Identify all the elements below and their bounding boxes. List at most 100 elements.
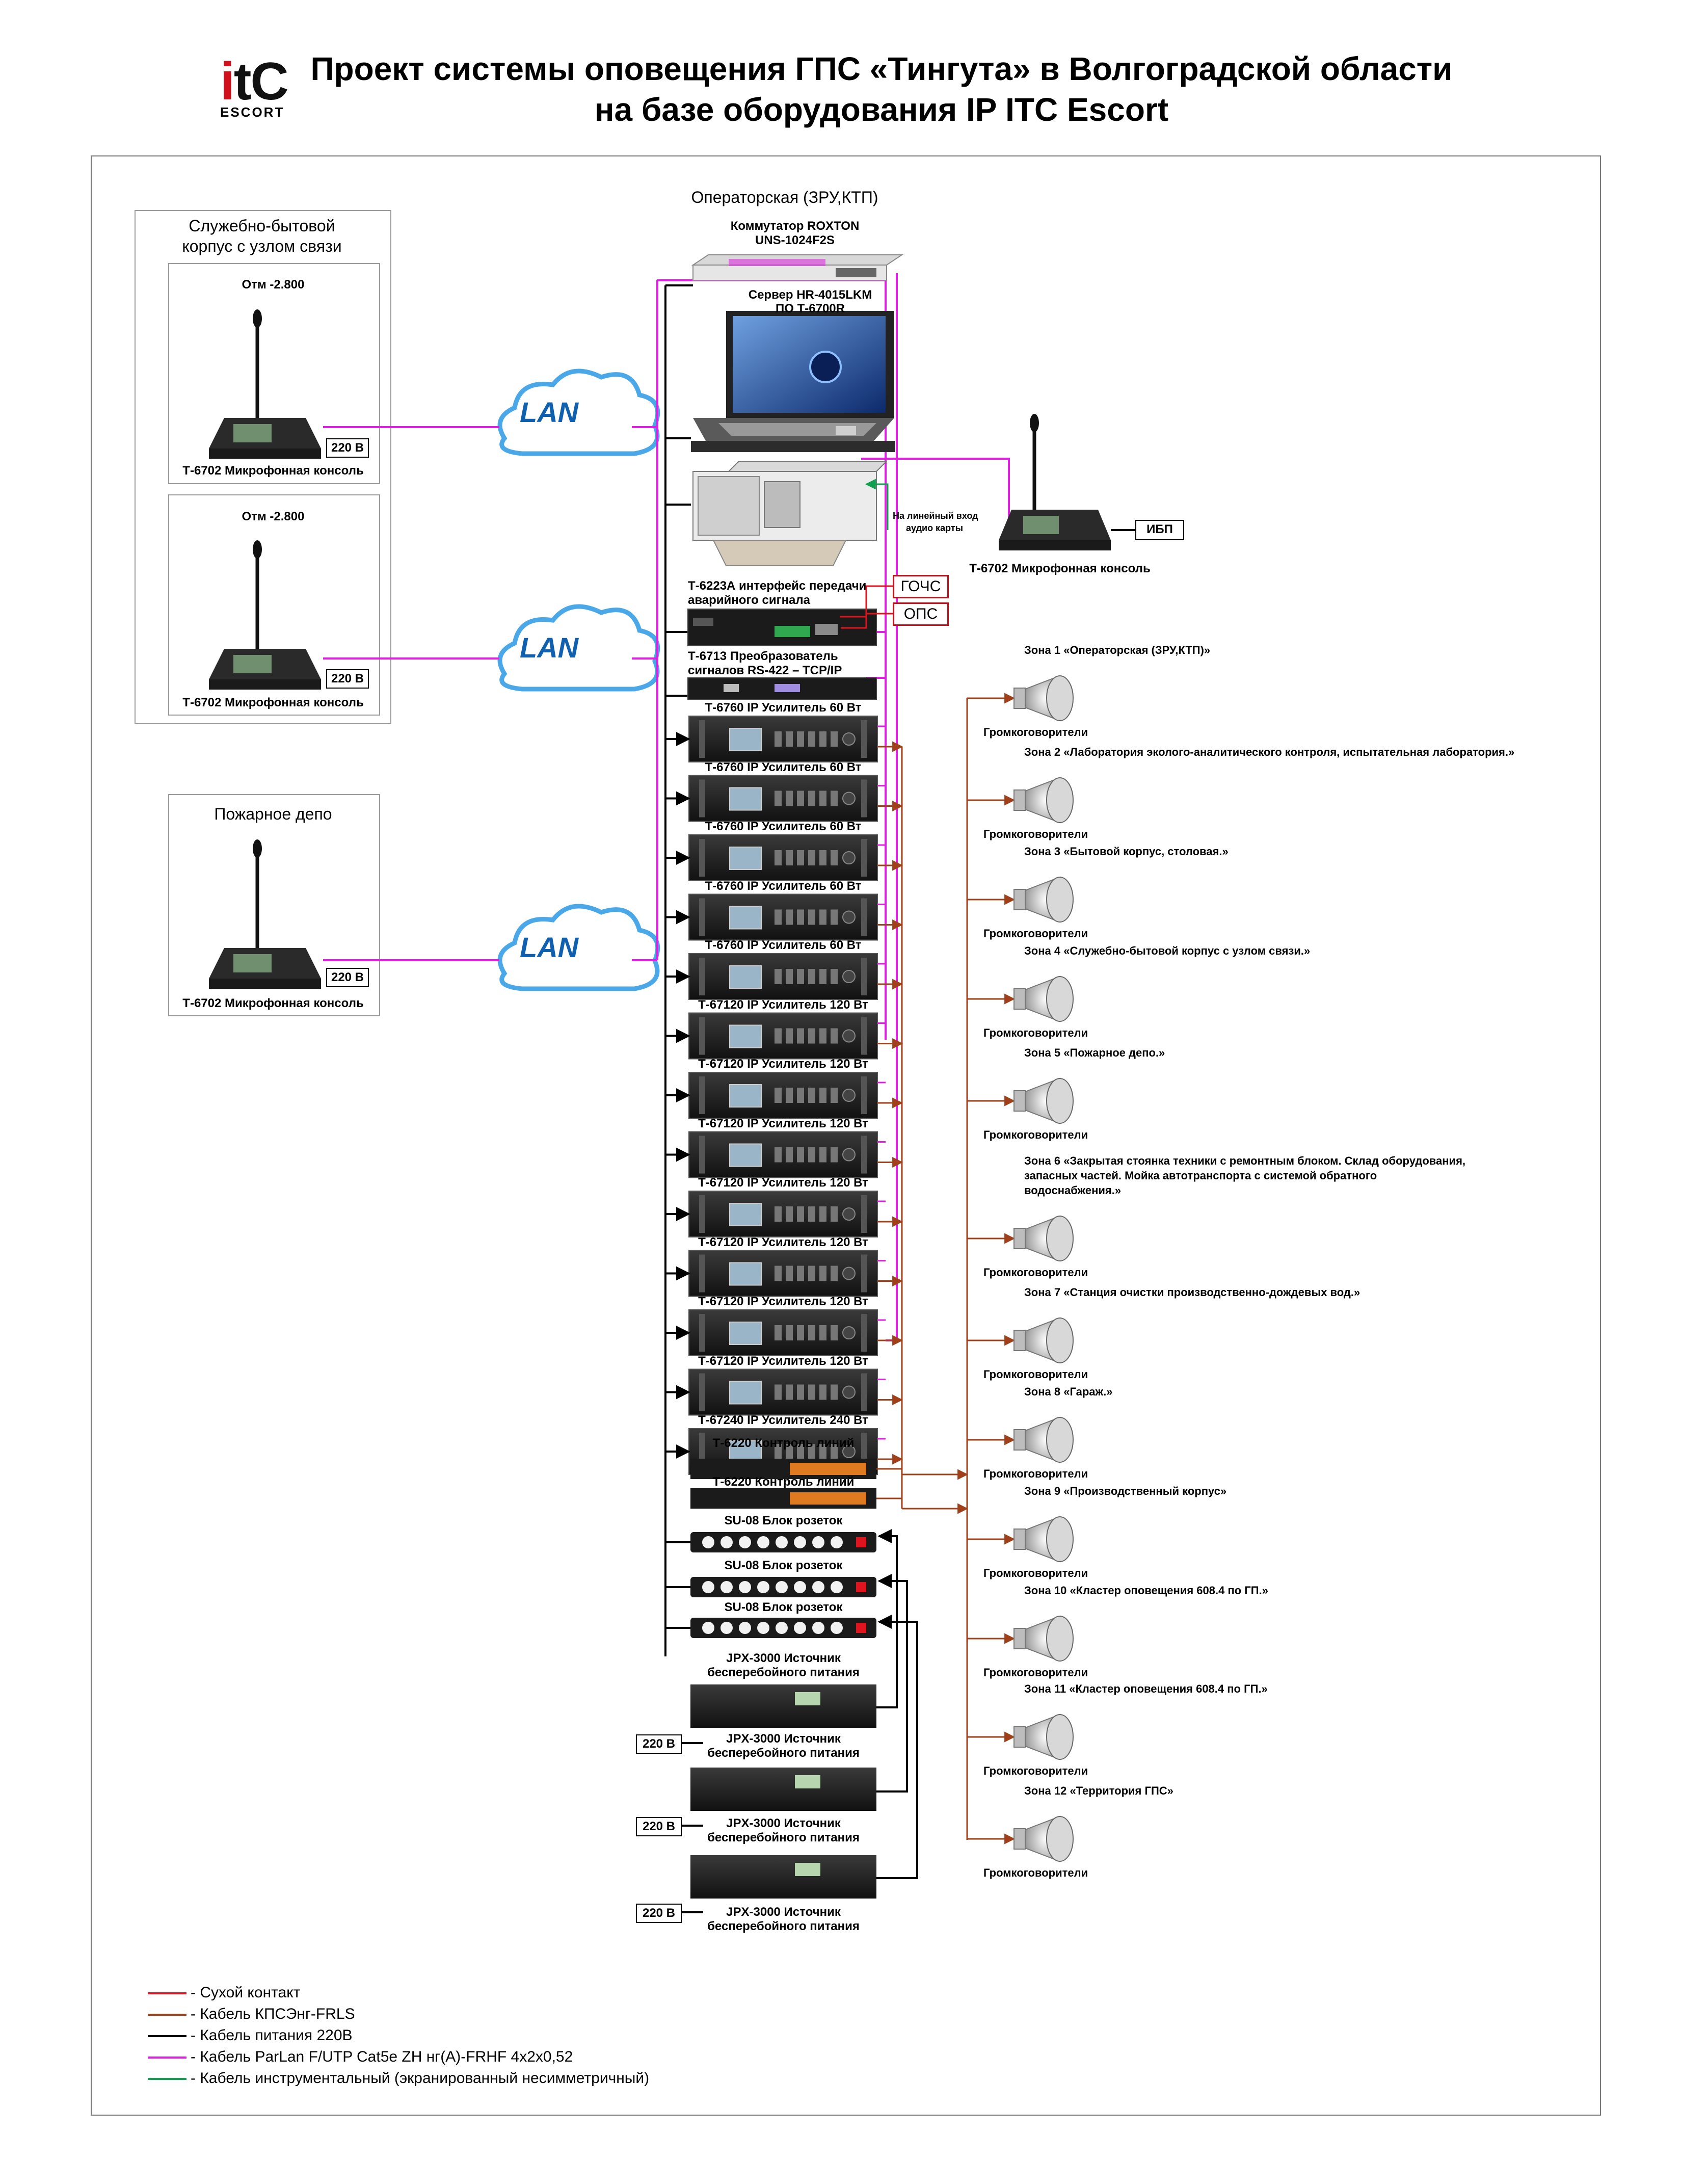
alarm-interface-label-2: аварийного сигнала <box>688 593 810 607</box>
speakers-label: Громкоговорители <box>983 1764 1088 1777</box>
amplifier-unit <box>665 1368 903 1416</box>
speaker-horn-icon <box>967 777 1074 824</box>
legend-swatch <box>148 2014 186 2016</box>
parlan-cables <box>323 273 1039 1341</box>
switch-icon <box>856 1582 866 1592</box>
lan-label-2: LAN <box>520 631 579 664</box>
speaker-horn-icon <box>967 675 1074 722</box>
amplifier-unit <box>665 775 903 822</box>
outlet-icon <box>739 1536 751 1548</box>
amplifier-unit <box>665 953 903 1000</box>
legend-swatch <box>148 1992 186 1995</box>
logo-escort-text: ESCORT <box>220 104 285 120</box>
speakers-label: Громкоговорители <box>983 1026 1088 1039</box>
outlet-icon <box>739 1581 751 1593</box>
speaker-horn-icon <box>967 1714 1074 1760</box>
lan-cloud-icon-3 <box>497 904 660 991</box>
speaker-horn-icon <box>967 876 1074 923</box>
switch-icon <box>856 1537 866 1547</box>
amplifier-label: Т-6760 IP Усилитель 60 Вт <box>705 760 862 774</box>
outlet-icon <box>794 1581 806 1593</box>
console-2-icon <box>209 540 321 690</box>
ups-top-label-1: JPX-3000 Источник <box>726 1651 841 1665</box>
lan-label-1: LAN <box>520 396 579 428</box>
line-in-label-1: На линейный вход <box>893 511 978 521</box>
line-control-unit-1 <box>690 1459 876 1479</box>
gochs-box: ГОЧС <box>893 575 949 598</box>
zone-title: Зона 4 «Служебно-бытовой корпус с узлом … <box>1024 944 1311 957</box>
fire-depot-console-icon <box>209 839 321 989</box>
console-1-icon <box>209 309 321 459</box>
fire-depot-console-label: Т-6702 Микрофонная консоль <box>182 996 364 1010</box>
amplifier-label: Т-67120 IP Усилитель 120 Вт <box>698 1057 868 1071</box>
amplifier-unit <box>665 834 903 881</box>
operator-room-title: Операторская (ЗРУ,КТП) <box>691 188 878 206</box>
server-console-unit <box>691 311 895 452</box>
outlet-icon <box>702 1581 714 1593</box>
operator-microphone-console <box>999 414 1111 550</box>
outlet-icon <box>831 1536 843 1548</box>
ups-2-power: 220 В <box>636 1817 682 1836</box>
outlet-icon <box>794 1622 806 1634</box>
legend-swatch <box>148 2078 186 2080</box>
lan-label-3: LAN <box>520 931 579 963</box>
socket-label-2: SU-08 Блок розеток <box>724 1559 843 1572</box>
outlet-icon <box>720 1581 733 1593</box>
zone-title: Зона 6 «Закрытая стоянка техники с ремон… <box>1024 1154 1466 1167</box>
itc-logo: itC <box>220 52 289 111</box>
socket-outlets <box>702 1536 866 1634</box>
ups-2-label-1: JPX-3000 Источник <box>726 1816 841 1830</box>
amplifier-label: Т-67120 IP Усилитель 120 Вт <box>698 1235 868 1249</box>
amplifier-stack <box>665 716 903 1475</box>
ups-power-wiring <box>665 1529 918 1913</box>
outlet-icon <box>812 1622 824 1634</box>
outlet-icon <box>812 1581 824 1593</box>
speakers-label: Громкоговорители <box>983 726 1088 739</box>
network-switch <box>691 254 904 281</box>
amplifier-label: Т-67240 IP Усилитель 240 Вт <box>698 1413 868 1427</box>
amplifier-label: Т-67120 IP Усилитель 120 Вт <box>698 997 868 1012</box>
speaker-horn-icon <box>967 976 1074 1022</box>
outlet-icon <box>702 1536 714 1548</box>
amplifier-unit <box>665 1072 903 1119</box>
server-label-2: ПО Т-6700R <box>776 302 845 315</box>
socket-label-1: SU-08 Блок розеток <box>724 1514 843 1527</box>
console-1-power: 220 В <box>326 438 369 458</box>
speaker-horn-icon <box>967 1416 1074 1463</box>
service-building-title1: Служебно-бытовой <box>189 217 335 235</box>
legend-swatch <box>148 2035 186 2038</box>
ups-3-power: 220 В <box>636 1904 682 1923</box>
zone-title: Зона 3 «Бытовой корпус, столовая.» <box>1024 845 1229 858</box>
operator-console-label: Т-6702 Микрофонная консоль <box>969 562 1151 575</box>
amplifier-label: Т-6760 IP Усилитель 60 Вт <box>705 820 862 833</box>
amplifier-unit <box>665 1191 903 1237</box>
diagram-frame <box>91 155 1601 2116</box>
page-title-line2: на базе оборудования IP ITC Escort <box>594 91 1169 128</box>
ups-top-label-2: бесперебойного питания <box>707 1666 860 1679</box>
converter-device <box>687 677 877 700</box>
console-1-level: Отм -2.800 <box>242 278 305 292</box>
instrumental-cable <box>865 479 889 530</box>
speaker-stack <box>966 675 1074 1862</box>
legend-parlan: - Кабель ParLan F/UTP Cat5e ZH нг(А)-FRH… <box>148 2047 573 2067</box>
outlet-icon <box>757 1622 769 1634</box>
zone-title: Зона 10 «Кластер оповещения 608.4 по ГП.… <box>1024 1584 1268 1597</box>
server-label-1: Сервер HR-4015LKM <box>748 288 872 302</box>
ops-box: ОПС <box>893 602 949 626</box>
switch-label-1: Коммутатор ROXTON <box>730 219 860 233</box>
speakers-label: Громкоговорители <box>983 1866 1088 1879</box>
zone-title: Зона 2 «Лаборатория эколого-аналитическо… <box>1024 746 1515 758</box>
outlet-icon <box>720 1622 733 1634</box>
speakers-label: Громкоговорители <box>983 828 1088 840</box>
speakers-label: Громкоговорители <box>983 1128 1088 1141</box>
line-control-unit-2 <box>690 1488 876 1509</box>
amplifier-label: Т-67120 IP Усилитель 120 Вт <box>698 1176 868 1190</box>
speakers-label: Громкоговорители <box>983 1567 1088 1579</box>
ups-unit-1 <box>690 1684 876 1728</box>
legend-instrumental: - Кабель инструментальный (экранированны… <box>148 2068 649 2089</box>
outlet-icon <box>739 1622 751 1634</box>
fire-depot-console-power: 220 В <box>326 968 369 987</box>
amplifier-label: Т-67120 IP Усилитель 120 Вт <box>698 1354 868 1368</box>
outlet-icon <box>812 1536 824 1548</box>
